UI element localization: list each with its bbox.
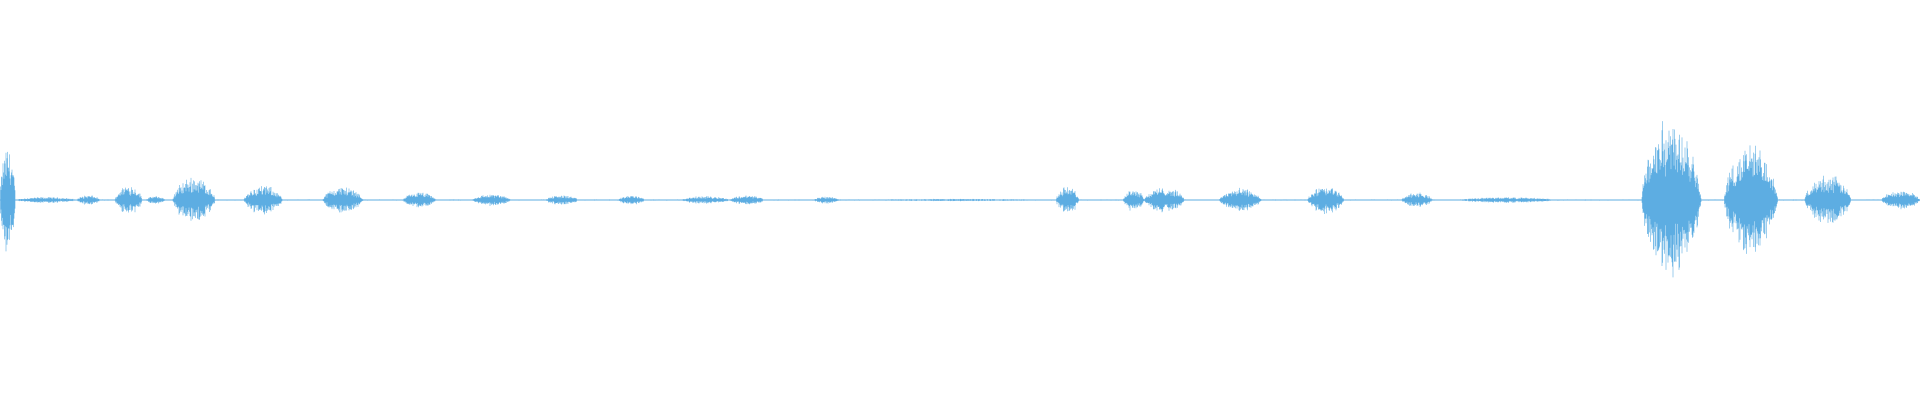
waveform-samples — [0, 121, 1920, 278]
waveform-trace — [0, 121, 1920, 278]
